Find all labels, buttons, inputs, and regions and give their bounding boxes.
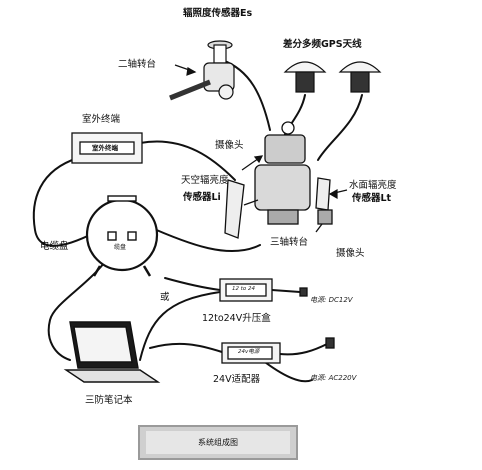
cable-laptop-to-boost	[139, 291, 221, 361]
label-outdoor-terminal-box: 室外终端	[92, 144, 118, 152]
label-water-radiance-sensor-2: 传感器Lt	[352, 193, 392, 204]
cable-reel-to-three-axis	[144, 224, 261, 253]
cable-terminal-to-turntable	[139, 140, 236, 181]
label-cable-reel: 电缆盘	[40, 241, 69, 252]
label-laptop: 三防笔记本	[85, 395, 133, 406]
label-irradiance-sensor-es: 辐照度传感器Es	[183, 8, 253, 19]
label-adapter-face: 24v电源	[238, 349, 260, 355]
label-camera-top: 摄像头	[215, 140, 244, 151]
cable-boost-to-plug	[271, 289, 301, 293]
label-differential-gps: 差分多频GPS天线	[283, 39, 362, 50]
cable-laptop-to-adapter	[149, 342, 223, 353]
label-adapter: 24V适配器	[213, 374, 261, 385]
label-water-radiance-sensor-1: 水面辐亮度	[349, 180, 397, 191]
cable-adapter-to-plug	[279, 343, 328, 356]
label-power-ac: 电源: AC220V	[310, 374, 357, 382]
three-axis-turntable	[224, 121, 333, 239]
gps-antennas	[283, 61, 382, 93]
adapter	[221, 337, 335, 364]
label-or: 或	[160, 292, 170, 303]
label-cable-reel-face: 缆盘	[114, 244, 127, 251]
label-three-axis-turntable: 三轴转台	[270, 237, 309, 248]
caption-panel	[146, 431, 290, 454]
label-two-axis-turntable: 二轴转台	[118, 59, 157, 70]
cable-reel-to-boost	[164, 277, 221, 291]
irradiance-sensor-es	[169, 40, 235, 101]
cable-gps-right	[317, 94, 363, 161]
cable-terminal-to-reel	[32, 157, 101, 247]
label-power-dc: 电源: DC12V	[310, 296, 353, 304]
label-sky-radiance-sensor-2: 传感器Li	[183, 192, 221, 203]
boost-box	[219, 278, 308, 302]
label-sky-radiance-sensor-1: 天空辐亮度	[181, 175, 229, 186]
outdoor-terminal-box	[71, 132, 143, 164]
caption-text: 系统组成图	[198, 438, 238, 447]
cable-reel	[85, 195, 159, 277]
label-outdoor-terminal: 室外终端	[82, 114, 121, 125]
label-boost-box-face: 12 to 24	[232, 286, 256, 292]
label-boost-box: 12to24V升压盒	[202, 313, 271, 324]
label-camera-bottom: 摄像头	[336, 248, 365, 259]
laptop	[63, 321, 161, 383]
